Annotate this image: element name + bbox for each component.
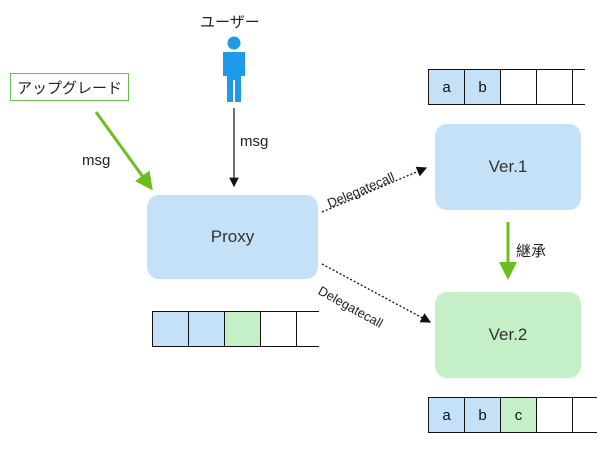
storage-slot: c [500,397,537,433]
inherit-label: 継承 [516,243,547,260]
ver2-box: Ver.2 [435,292,581,378]
ver1-storage: a b [428,69,585,105]
storage-slot [224,311,261,347]
proxy-label: Proxy [210,227,255,246]
storage-slot [152,311,189,347]
upgrade-label-box: アップグレード [10,73,130,101]
ver1-label: Ver.1 [488,157,528,176]
user-icon [223,36,245,102]
storage-slot [536,397,573,433]
storage-slot [260,311,297,347]
delegatecall-ver1-arrow [321,166,428,213]
ver2-storage: a b c [428,397,597,433]
ver1-box: Ver.1 [435,124,581,210]
upgrade-msg-arrow [94,111,153,191]
storage-slot: a [428,397,465,433]
storage-slot-continuation [296,311,319,347]
storage-slot: a [428,69,465,105]
storage-slot-continuation [572,69,585,105]
upgrade-msg-label: msg [82,152,111,169]
ver2-label: Ver.2 [488,325,528,344]
storage-slot [536,69,573,105]
storage-slot: b [464,69,501,105]
proxy-storage [152,311,319,347]
user-msg-label: msg [240,133,269,150]
delegatecall-ver2-arrow [321,263,432,323]
user-label: ユーザー [200,14,260,31]
proxy-box: Proxy [147,195,318,279]
storage-slot [500,69,537,105]
storage-slot [572,397,597,433]
upgrade-label: アップグレード [17,79,123,97]
storage-slot: b [464,397,501,433]
storage-slot [188,311,225,347]
